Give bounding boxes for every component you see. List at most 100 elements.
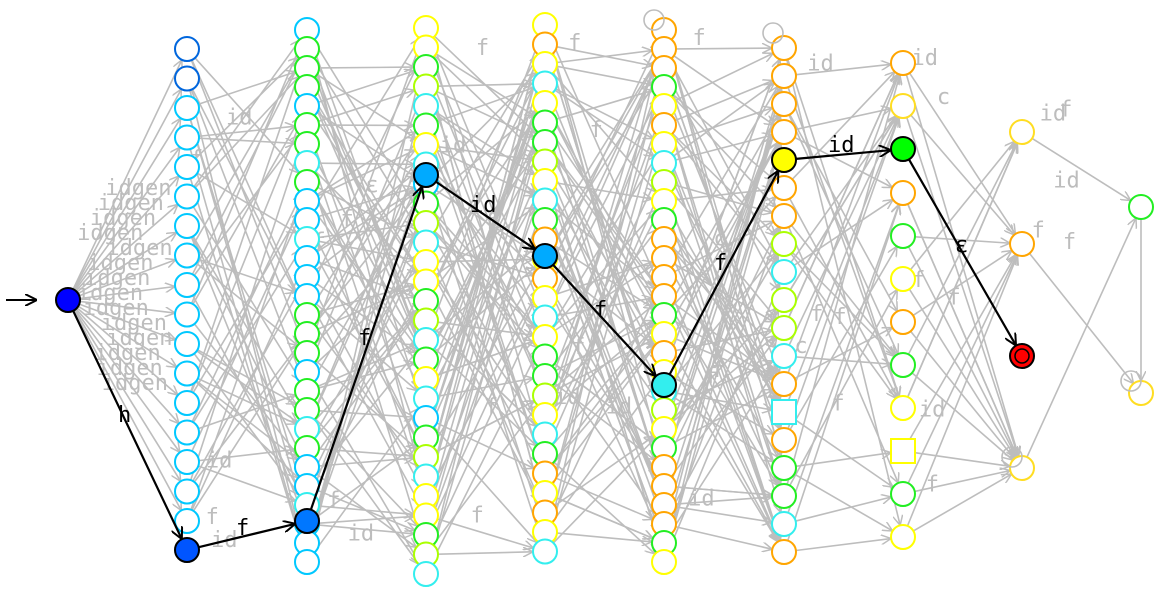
state-node	[771, 175, 797, 201]
transition-edge	[74, 148, 179, 291]
transition-edge	[787, 226, 898, 482]
state-node	[771, 287, 797, 313]
state-node	[890, 438, 916, 464]
edge-label: id	[554, 385, 581, 410]
state-node	[771, 231, 797, 257]
transition-edge	[914, 236, 1009, 243]
state-node	[890, 309, 916, 335]
state-node	[890, 481, 916, 507]
transition-edge	[548, 80, 660, 404]
transition-edge	[675, 135, 772, 161]
transition-edge	[73, 309, 180, 480]
transition-edge	[911, 372, 1012, 460]
transition-edge	[72, 90, 181, 290]
transition-edge	[549, 61, 659, 307]
transition-edge	[795, 109, 891, 131]
transition-edge	[192, 250, 300, 423]
state-node	[174, 272, 200, 298]
transition-edge	[190, 89, 302, 379]
transition-edge	[667, 60, 779, 362]
transition-edge	[79, 300, 174, 312]
transition-edge	[669, 229, 777, 401]
transition-edge	[308, 60, 423, 551]
transition-edge	[429, 77, 540, 344]
transition-edge	[669, 87, 777, 268]
transition-edge	[675, 392, 771, 410]
edge-label: f	[810, 302, 823, 327]
transition-edge	[675, 184, 772, 212]
state-node	[890, 223, 916, 249]
transition-edge	[315, 173, 415, 252]
transition-edge	[795, 453, 890, 468]
transition-edge	[191, 270, 302, 511]
transition-edge	[318, 524, 413, 534]
edge-label: f	[1032, 218, 1045, 243]
state-node	[174, 360, 200, 387]
transition-edge	[668, 249, 778, 484]
transition-edge	[316, 132, 415, 196]
edge-label: id	[1053, 169, 1080, 194]
transition-edge	[318, 516, 413, 524]
state-node	[174, 95, 200, 121]
transition-edge	[552, 72, 656, 191]
transition-edge	[191, 236, 301, 456]
transition-edge	[198, 395, 294, 430]
transition-edge	[79, 287, 174, 300]
transition-edge	[75, 308, 178, 423]
path-edge	[309, 187, 422, 511]
transition-edge	[436, 422, 533, 468]
transition-edge	[195, 380, 296, 459]
state-node	[771, 343, 797, 369]
state-node	[890, 93, 916, 119]
edge-label: c	[713, 227, 726, 252]
transition-edge	[432, 152, 537, 292]
transition-edge	[430, 56, 539, 291]
transition-edge	[667, 116, 780, 456]
edge-label: f	[1059, 97, 1072, 122]
transition-edge	[674, 337, 772, 379]
transition-edge	[310, 216, 422, 532]
transition-edge	[789, 117, 896, 291]
transition-edge	[551, 344, 656, 484]
transition-edge	[428, 135, 541, 524]
state-node	[890, 524, 916, 550]
transition-edge	[551, 151, 657, 304]
transition-edge	[669, 305, 777, 485]
transition-edge	[675, 486, 771, 495]
transition-edge	[190, 236, 302, 512]
edge-label: f	[947, 285, 960, 310]
transition-edge	[437, 518, 532, 548]
transition-edge	[675, 506, 771, 522]
transition-edge	[554, 363, 654, 440]
state-node	[771, 483, 797, 509]
transition-edge	[310, 98, 421, 362]
edge-label: f	[476, 36, 489, 61]
faint-labels: idgenidgenidgenidgenidgenidgenidgenidgen…	[77, 26, 1080, 553]
transition-edge	[192, 60, 300, 246]
transition-edge	[312, 137, 419, 306]
transition-edge	[197, 377, 295, 424]
transition-edge	[428, 57, 542, 485]
transition-edge	[673, 84, 774, 157]
transition-edge	[668, 228, 778, 457]
transition-edge	[318, 505, 413, 514]
transition-edge	[912, 475, 1010, 532]
transition-edge	[318, 91, 413, 123]
transition-edge	[312, 39, 419, 211]
transition-edge	[556, 532, 651, 542]
transition-edge	[551, 365, 657, 513]
transition-edge	[318, 71, 413, 104]
transition-edge	[552, 438, 655, 544]
state-node	[174, 390, 200, 416]
transition-edge	[912, 251, 1011, 317]
path-edge	[668, 171, 778, 375]
transition-edge	[548, 172, 659, 436]
transition-edge	[907, 203, 1017, 456]
transition-edge	[311, 59, 420, 286]
transition-edge	[547, 36, 661, 455]
edge-label: id	[440, 134, 467, 159]
transition-edge	[673, 263, 772, 321]
edge-label: idgen	[106, 326, 172, 351]
